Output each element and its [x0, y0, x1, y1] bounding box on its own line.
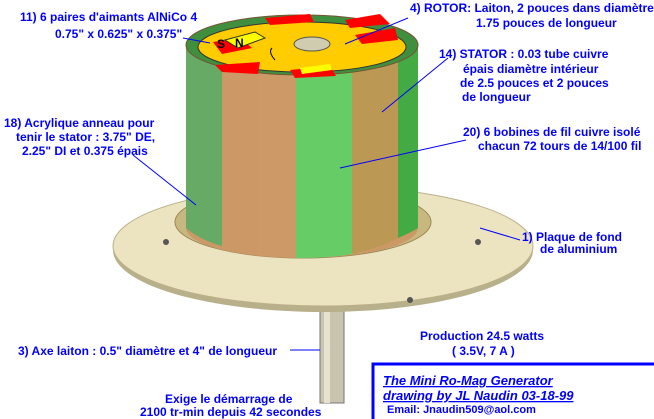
startup-label-2: 2100 tr-min depuis 42 secondes: [140, 405, 322, 419]
credit-title: The Mini Ro-Mag Generator: [383, 373, 554, 388]
production-label-2: ( 3.5V, 7 A ): [452, 344, 515, 358]
ring-label-1: 18) Acrylique anneau pour: [4, 116, 155, 130]
stator-label-2: épais diamètre intérieur: [463, 62, 599, 76]
leader-line: [381, 57, 449, 113]
screw-hole: [163, 239, 169, 245]
leader-line: [132, 154, 197, 206]
stator-label-3: de 2.5 pouces et 2 pouces: [460, 76, 609, 90]
rotor-label-2: 1.75 pouces de longueur: [476, 16, 617, 30]
rotor-hub: [293, 36, 331, 52]
startup-label-1: Exige le démarrage de: [165, 392, 293, 406]
coils-label-1: 20) 6 bobines de fil cuivre isolé: [463, 125, 641, 139]
leader-line: [339, 139, 467, 169]
leader-line: [182, 37, 211, 44]
screw-hole: [407, 297, 413, 303]
ring-label-2: tenir le stator : 3.75" DE,: [16, 130, 155, 144]
stator-label-1: 14) STATOR : 0.03 tube cuivre: [439, 47, 609, 61]
north-pole-label: N: [235, 36, 244, 50]
magnets-label-2: 0.75" x 0.625" x 0.375": [55, 27, 182, 41]
ring-label-3: 2.25" DI et 0.375 épais: [22, 144, 148, 158]
stator-cylinder: [186, 45, 418, 258]
shaft-highlight: [324, 285, 330, 403]
south-pole-label: S: [217, 37, 225, 51]
magnets-label-1: 11) 6 paires d'aimants AlNiCo 4: [20, 10, 197, 24]
plate-label-2: de aluminium: [540, 242, 617, 256]
leader-line: [479, 227, 521, 241]
coils-label-2: chacun 72 tours de 14/100 fil: [478, 139, 641, 153]
plate-label-1: 1) Plaque de fond: [522, 230, 622, 244]
screw-hole: [475, 239, 481, 245]
stator-label-4: de longueur: [462, 90, 531, 104]
rotor-label-1: 4) ROTOR: Laiton, 2 pouces dans diamètre: [410, 1, 654, 15]
leader-line: [344, 17, 409, 45]
rotation-arrow-icon: [270, 47, 276, 61]
shaft-label: 3) Axe laiton : 0.5" diamètre et 4" de l…: [18, 344, 277, 358]
magnets: [213, 14, 398, 78]
production-label-1: Production 24.5 watts: [420, 329, 544, 343]
credit-box: [371, 362, 654, 419]
credit-email: Email: Jnaudin509@aol.com: [387, 404, 536, 416]
credit-author: drawing by JL Naudin 03-18-99: [383, 388, 574, 403]
